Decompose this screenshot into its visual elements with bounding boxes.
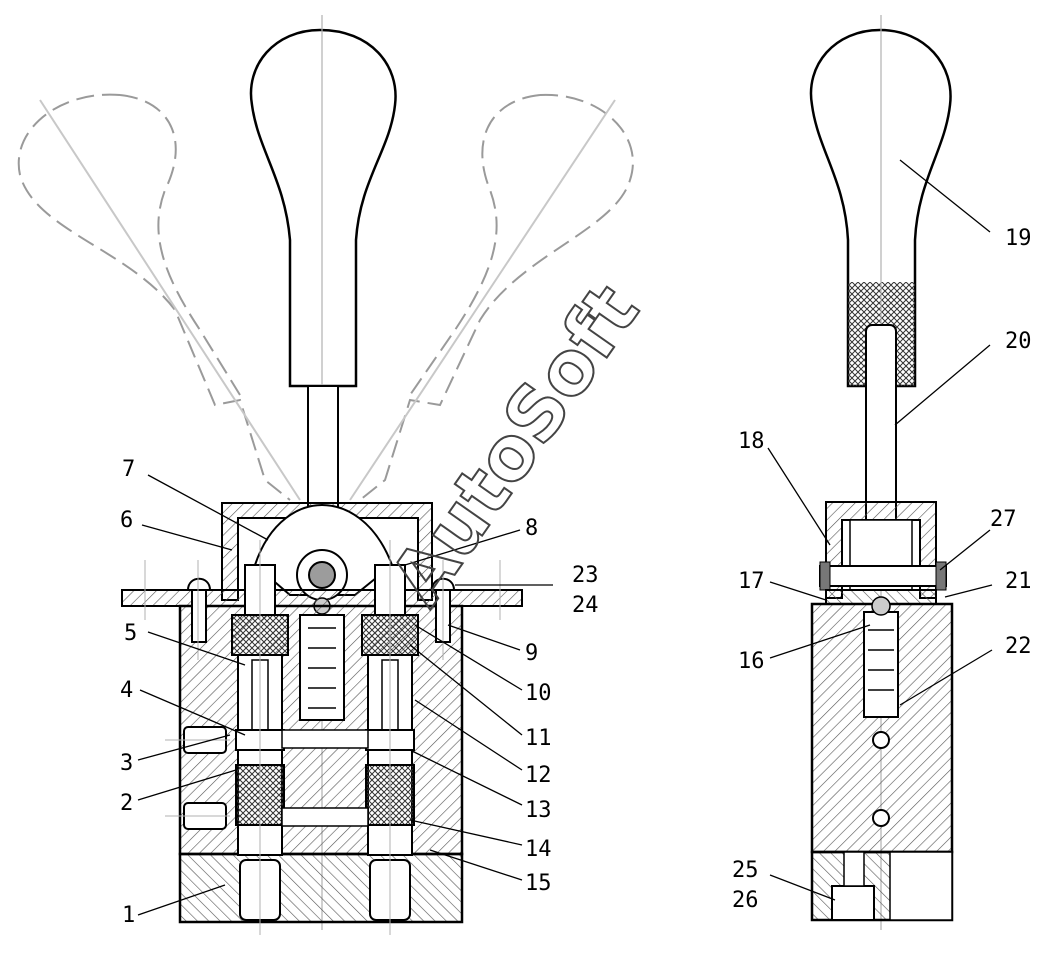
callout-17: 17	[738, 569, 765, 594]
callout-1: 1	[122, 903, 135, 928]
callout-4: 4	[120, 678, 133, 703]
callout-12: 12	[525, 763, 552, 788]
mounting-bolt-left	[186, 577, 212, 643]
callout-27: 27	[990, 507, 1017, 532]
ghost-handle-left	[17, 93, 301, 501]
callout-14: 14	[525, 837, 552, 862]
callout-19: 19	[1005, 226, 1032, 251]
handle-knob	[249, 28, 397, 388]
side-rod	[865, 324, 897, 526]
callout-9: 9	[525, 641, 538, 666]
plug-screw	[831, 885, 875, 921]
lower-passage	[281, 807, 369, 827]
side-section-view	[809, 15, 954, 930]
ghost-handle-right	[349, 93, 634, 501]
callout-2: 2	[120, 791, 133, 816]
side-cross-pin	[819, 565, 947, 587]
callout-25: 25	[732, 858, 759, 883]
callout-23: 23	[572, 563, 599, 588]
callout-6: 6	[120, 508, 133, 533]
callout-3: 3	[120, 751, 133, 776]
callout-13: 13	[525, 798, 552, 823]
watermark-text: AutoSoft	[374, 270, 655, 621]
callout-15: 15	[525, 871, 552, 896]
callout-8: 8	[525, 516, 538, 541]
callout-16: 16	[738, 649, 765, 674]
upper-passage	[281, 729, 369, 749]
front-section-view	[17, 15, 634, 935]
callout-7: 7	[122, 457, 135, 482]
callout-10: 10	[525, 681, 552, 706]
callout-labels: 1 2 3 4 5 6 7 8 9 10 11 12 13 14 15 16 1…	[120, 226, 1032, 928]
callout-18: 18	[738, 429, 765, 454]
callout-5: 5	[124, 621, 137, 646]
callout-20: 20	[1005, 329, 1032, 354]
callout-24: 24	[572, 593, 599, 618]
callout-26: 26	[732, 888, 759, 913]
handle-stem	[307, 385, 339, 512]
callout-22: 22	[1005, 634, 1032, 659]
callout-11: 11	[525, 726, 552, 751]
leader-lines	[137, 159, 993, 916]
base-plate	[178, 852, 464, 924]
pivot-pin	[308, 561, 336, 589]
callout-21: 21	[1005, 569, 1032, 594]
